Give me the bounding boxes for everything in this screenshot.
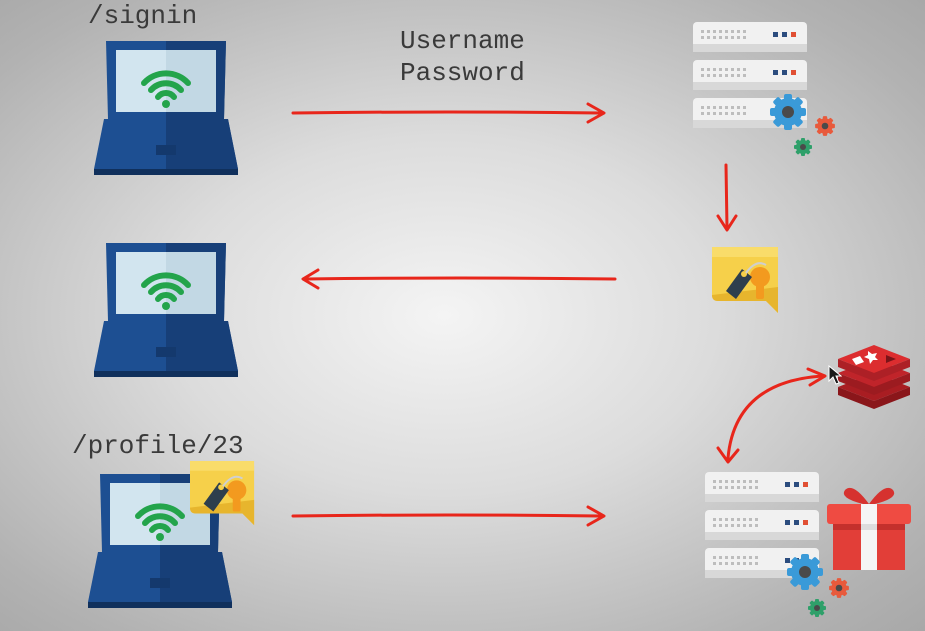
mouse-cursor: [828, 365, 842, 385]
redis-cache: [834, 343, 914, 409]
mouse-pointer-icon: [828, 365, 842, 385]
token-issue-arrow: [716, 163, 738, 232]
username-label: Username: [400, 26, 525, 56]
password-label: Password: [400, 58, 525, 88]
gift-box: [823, 482, 915, 574]
profile-path-label: /profile/23: [72, 431, 244, 461]
credentials-request-arrow: [291, 102, 606, 124]
gift-box-icon: [827, 487, 911, 570]
token-return-arrow: [301, 268, 617, 290]
redis-stack-icon: [838, 345, 910, 409]
signin-path-label: /signin: [88, 1, 198, 31]
profile-request-arrow: [291, 505, 606, 527]
cache-lookup-arrow: [716, 367, 827, 464]
